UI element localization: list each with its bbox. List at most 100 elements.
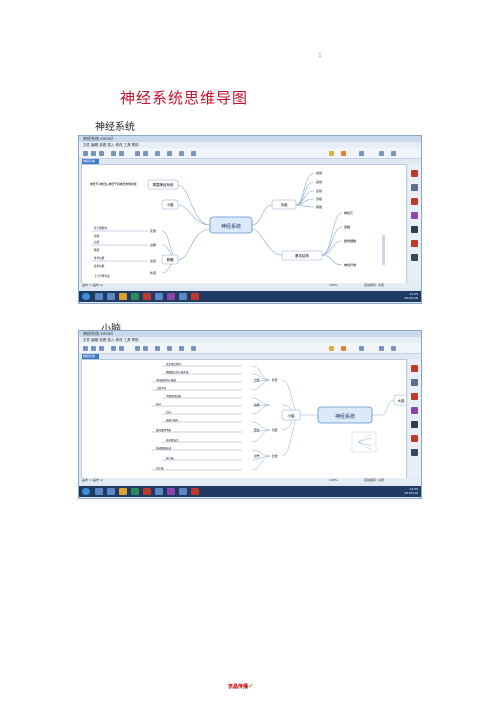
marker-panel-icon[interactable] [411,365,418,372]
tab-mindmap[interactable]: 神经系统 [82,354,99,359]
save-icon[interactable] [99,346,104,351]
undo-icon[interactable] [111,151,116,156]
marker-icon[interactable] [329,346,334,351]
task-app-icon[interactable] [131,293,139,300]
task-app-icon[interactable] [155,293,163,300]
new-icon[interactable] [83,151,88,156]
layout-icon[interactable] [359,346,364,351]
subtopic-icon[interactable] [143,151,148,156]
relation-icon[interactable] [155,151,160,156]
comments-panel-icon[interactable] [411,240,418,247]
zoom-level[interactable]: 100% [329,283,338,287]
label-icon[interactable] [341,151,346,156]
label-icon[interactable] [341,346,346,351]
more-icon[interactable] [191,346,196,351]
task-app-icon[interactable] [191,488,199,495]
task-app-icon[interactable] [179,293,187,300]
redo-icon[interactable] [119,346,124,351]
section-heading-1: 神经系统 [95,122,135,133]
leaf-st-2: 胶质细胞 [344,238,356,243]
task-app-icon[interactable] [119,488,127,495]
status-left: 画布 1 (画布 1) [82,283,104,287]
summary-icon[interactable] [179,346,184,351]
mindmap-canvas-2[interactable]: 神经系统 大脑 小脑 分部 功能 形态 损伤 外形 位置 比较 位于颅后窝内 两… [81,359,407,479]
branch-2: 形态 [254,428,260,432]
small-leaf-1: 前角 [94,234,100,238]
task-app-icon[interactable] [179,488,187,495]
topic-icon[interactable] [135,151,140,156]
zoom-level[interactable]: 100% [329,478,338,482]
label-white: 白质 [150,242,156,247]
leaf-fn-3: 高级 [316,196,322,201]
image-panel-icon[interactable] [411,407,418,414]
task-app-icon[interactable] [131,488,139,495]
task-app-icon[interactable] [95,488,103,495]
share-icon[interactable] [379,151,384,156]
format-panel-icon[interactable] [411,184,418,191]
screenshot-2: 神经系统.xmind 文件 编辑 查看 插入 修改 工具 帮助 神经系统 [78,330,422,499]
task-app-icon[interactable] [107,293,115,300]
status-right: 自动保存: 关闭 [364,478,384,482]
image-panel-icon[interactable] [411,212,418,219]
open-icon[interactable] [91,346,96,351]
leaf-9: 调节肌张力 [166,438,179,442]
export-icon[interactable] [391,346,396,351]
task-app-icon[interactable] [191,293,199,300]
comments-panel-icon[interactable] [411,435,418,442]
task-app-icon[interactable] [167,488,175,495]
notes-panel-icon[interactable] [411,421,418,428]
check-icon: ✓ [248,682,254,690]
start-icon[interactable] [82,488,90,495]
marker-icon[interactable] [329,151,334,156]
save-icon[interactable] [99,151,104,156]
menu-bar[interactable]: 文件 编辑 查看 插入 修改 工具 帮助 [79,337,421,343]
leaf-0: 位于颅后窝内 [166,362,182,366]
small-leaf-5: 反射功能 [94,264,105,268]
new-icon[interactable] [83,346,88,351]
tab-mindmap[interactable]: 神经系统 [82,159,99,164]
task-app-icon[interactable] [95,293,103,300]
menu-bar[interactable]: 文件 编辑 查看 插入 修改 工具 帮助 [79,142,421,148]
tasks-panel-icon[interactable] [411,449,418,456]
mindmap-canvas-1[interactable]: 神经系统 周围神经系统 神经节,神经丛,神经干和神经末梢组成 小脑 脊髓 功能 … [81,164,407,284]
leaf-5: 前叶 [156,402,162,406]
boundary-icon[interactable] [167,346,172,351]
icon-panel-icon[interactable] [411,393,418,400]
leaf-11: 原小脑 [166,456,174,460]
task-app-icon[interactable] [143,293,151,300]
tasks-panel-icon[interactable] [411,254,418,261]
branch-0: 分部 [254,378,260,382]
small-leaf-0: 位于椎管内 [94,226,107,230]
relation-icon[interactable] [155,346,160,351]
layout-icon[interactable] [359,151,364,156]
label-reflex: 反射 [150,258,156,263]
task-app-icon[interactable] [155,488,163,495]
task-app-icon[interactable] [107,488,115,495]
boundary-icon[interactable] [167,151,172,156]
export-icon[interactable] [391,151,396,156]
topic-cerebrum: 大脑 [398,398,406,403]
topic-icon[interactable] [135,346,140,351]
small-leaf-6: 上下行传导束 [94,274,110,278]
more-icon[interactable] [191,151,196,156]
subtopic-icon[interactable] [143,346,148,351]
icon-panel-icon[interactable] [411,198,418,205]
marker-panel-icon[interactable] [411,170,418,177]
redo-icon[interactable] [119,151,124,156]
small-leaf-3: 侧角 [94,248,100,252]
task-app-icon[interactable] [119,293,127,300]
task-app-icon[interactable] [143,488,151,495]
format-panel-icon[interactable] [411,379,418,386]
document-title: 神经系统思维导图 [120,89,249,107]
toolbar [79,148,421,159]
notes-panel-icon[interactable] [411,226,418,233]
open-icon[interactable] [91,151,96,156]
start-icon[interactable] [82,293,90,300]
topic-cerebellum-2: 小脑 [288,413,296,418]
window-title: 神经系统.xmind [79,136,421,142]
undo-icon[interactable] [111,346,116,351]
summary-icon[interactable] [179,151,184,156]
task-app-icon[interactable] [167,293,175,300]
share-icon[interactable] [379,346,384,351]
